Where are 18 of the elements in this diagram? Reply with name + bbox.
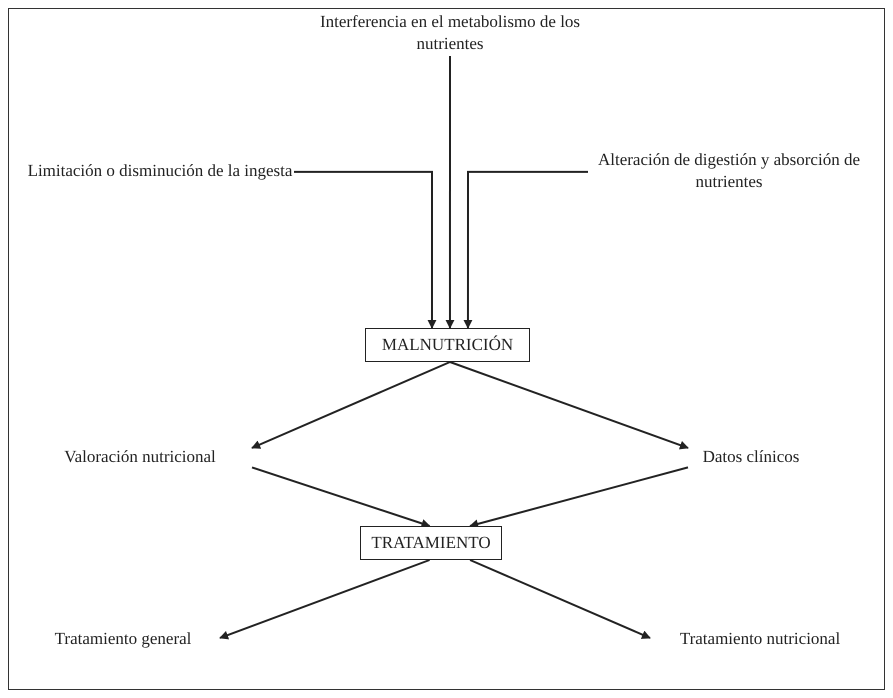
arrow [219, 559, 430, 640]
arrow [294, 170, 436, 329]
node-text: Alteración de digestión y absorción de nutrientes [596, 149, 861, 193]
node-text: Datos clínicos [702, 446, 800, 468]
arrow [251, 361, 450, 449]
arrow [252, 466, 430, 528]
node-text: Tratamiento general [54, 628, 192, 650]
arrow [469, 466, 688, 528]
node-text: Limitación o disminución de la ingesta [28, 160, 292, 182]
node-text: Valoración nutricional [64, 446, 216, 468]
node-text: Interferencia en el metabolismo de los nutrientes [318, 11, 582, 55]
arrow [445, 56, 454, 329]
arrow [450, 361, 689, 450]
arrow [463, 170, 588, 329]
node-text: Tratamiento nutricional [680, 628, 840, 650]
arrow [470, 559, 651, 639]
process-box: TRATAMIENTO [360, 526, 502, 560]
process-box: MALNUTRICIÓN [365, 328, 530, 362]
